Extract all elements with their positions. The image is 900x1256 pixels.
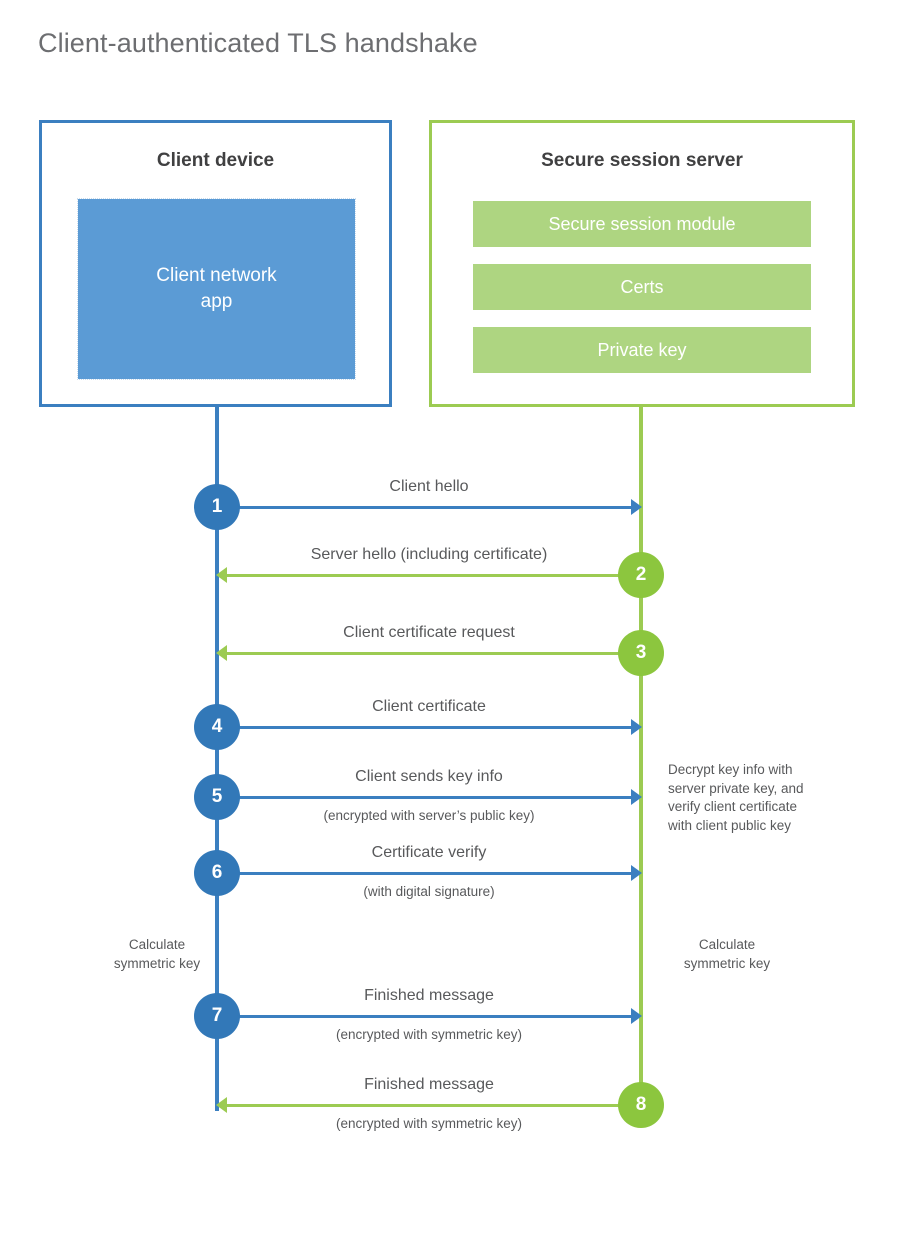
- secure-session-server-box: Secure session server Secure session mod…: [429, 120, 855, 407]
- message-sublabel-step-7: (encrypted with symmetric key): [335, 1027, 523, 1042]
- message-label-step-6: Certificate verify: [371, 844, 487, 861]
- server-lifeline: [639, 404, 643, 1107]
- message-label-step-8: Finished message: [364, 1076, 494, 1093]
- arrow-head-icon-step-5: [631, 789, 642, 805]
- message-line-step-6: [219, 872, 633, 875]
- client-device-title: Client device: [156, 150, 275, 171]
- step-badge-6[interactable]: 6: [194, 850, 240, 896]
- server-note-decrypt-key-info: Decrypt key info with server private key…: [668, 762, 804, 833]
- message-label-step-7: Finished message: [364, 987, 494, 1004]
- page-title: Client-authenticated TLS handshake: [38, 28, 478, 58]
- arrow-head-icon-step-7: [631, 1008, 642, 1024]
- step-badge-2[interactable]: 2: [618, 552, 664, 598]
- message-label-step-1: Client hello: [389, 478, 469, 495]
- client-note-calculate-symmetric-key: Calculate symmetric key: [113, 937, 201, 971]
- step-badge-7[interactable]: 7: [194, 993, 240, 1039]
- step-badge-8[interactable]: 8: [618, 1082, 664, 1128]
- server-note-calculate-symmetric-key: Calculate symmetric key: [683, 937, 771, 971]
- message-sublabel-step-6: (with digital signature): [363, 884, 495, 899]
- message-line-step-5: [219, 796, 633, 799]
- step-badge-1[interactable]: 1: [194, 484, 240, 530]
- message-label-step-4: Client certificate: [372, 698, 486, 715]
- message-line-step-2: [225, 574, 643, 577]
- client-network-app-block: Client network app: [77, 198, 356, 380]
- message-line-step-1: [219, 506, 633, 509]
- step-badge-3[interactable]: 3: [618, 630, 664, 676]
- step-badge-4[interactable]: 4: [194, 704, 240, 750]
- client-network-app-label: Client network app: [156, 265, 277, 312]
- client-lifeline: [215, 404, 219, 1111]
- message-line-step-8: [225, 1104, 643, 1107]
- step-badge-5[interactable]: 5: [194, 774, 240, 820]
- message-sublabel-step-5: (encrypted with server’s public key): [323, 808, 535, 823]
- client-device-box: Client device Client network app: [39, 120, 392, 407]
- server-module-certs: Certs: [473, 264, 811, 310]
- secure-session-server-title: Secure session server: [541, 150, 743, 171]
- arrow-head-icon-step-1: [631, 499, 642, 515]
- message-line-step-4: [219, 726, 633, 729]
- message-label-step-5: Client sends key info: [355, 768, 503, 785]
- arrow-head-icon-step-2: [216, 567, 227, 583]
- arrow-head-icon-step-3: [216, 645, 227, 661]
- message-line-step-7: [219, 1015, 633, 1018]
- arrow-head-icon-step-4: [631, 719, 642, 735]
- server-module-private-key: Private key: [473, 327, 811, 373]
- server-module-secure-session-module: Secure session module: [473, 201, 811, 247]
- arrow-head-icon-step-8: [216, 1097, 227, 1113]
- message-label-step-2: Server hello (including certificate): [310, 546, 548, 563]
- message-sublabel-step-8: (encrypted with symmetric key): [335, 1116, 523, 1131]
- arrow-head-icon-step-6: [631, 865, 642, 881]
- message-label-step-3: Client certificate request: [343, 624, 515, 641]
- message-line-step-3: [225, 652, 643, 655]
